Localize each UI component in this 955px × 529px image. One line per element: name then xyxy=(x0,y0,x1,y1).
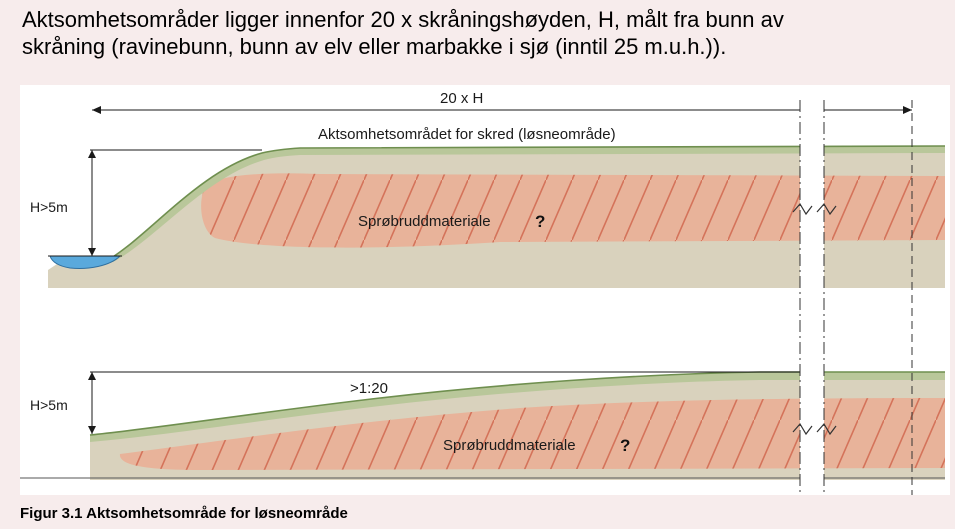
bottom-quick-clay-hatching xyxy=(119,398,945,470)
bottom-topsoil xyxy=(90,372,945,442)
bottom-question-mark: ? xyxy=(620,436,630,455)
top-ground-line xyxy=(107,145,946,261)
bottom-height-label: H>5m xyxy=(30,397,68,413)
bottom-material-label: Sprøbruddmateriale xyxy=(443,437,576,454)
slope-label: >1:20 xyxy=(350,380,388,397)
river-water xyxy=(49,255,122,269)
top-quick-clay-hatching xyxy=(201,173,945,248)
profile-break xyxy=(792,100,912,495)
heading-line-1: Aktsomhetsområder ligger innenfor 20 x s… xyxy=(22,7,784,32)
figure-heading: Aktsomhetsområder ligger innenfor 20 x s… xyxy=(22,6,947,60)
top-material-label: Sprøbruddmateriale xyxy=(358,213,491,230)
top-profile: H>5m 20 x H Aktsomhetsområdet for skred … xyxy=(30,90,946,288)
zone-label: Aktsomhetsområdet for skred (løsneområde… xyxy=(318,126,616,143)
twenty-h-label: 20 x H xyxy=(440,90,483,107)
bottom-ground-line xyxy=(89,371,945,436)
top-question-mark: ? xyxy=(535,212,545,231)
heading-line-2: skråning (ravinebunn, bunn av elv eller … xyxy=(22,34,727,59)
figure-caption: Figur 3.1 Aktsomhetsområde for løsneområ… xyxy=(20,505,348,522)
top-height-label: H>5m xyxy=(30,199,68,215)
bottom-profile: H>5m >1:20 Sprøbruddmateriale ? xyxy=(20,371,945,480)
